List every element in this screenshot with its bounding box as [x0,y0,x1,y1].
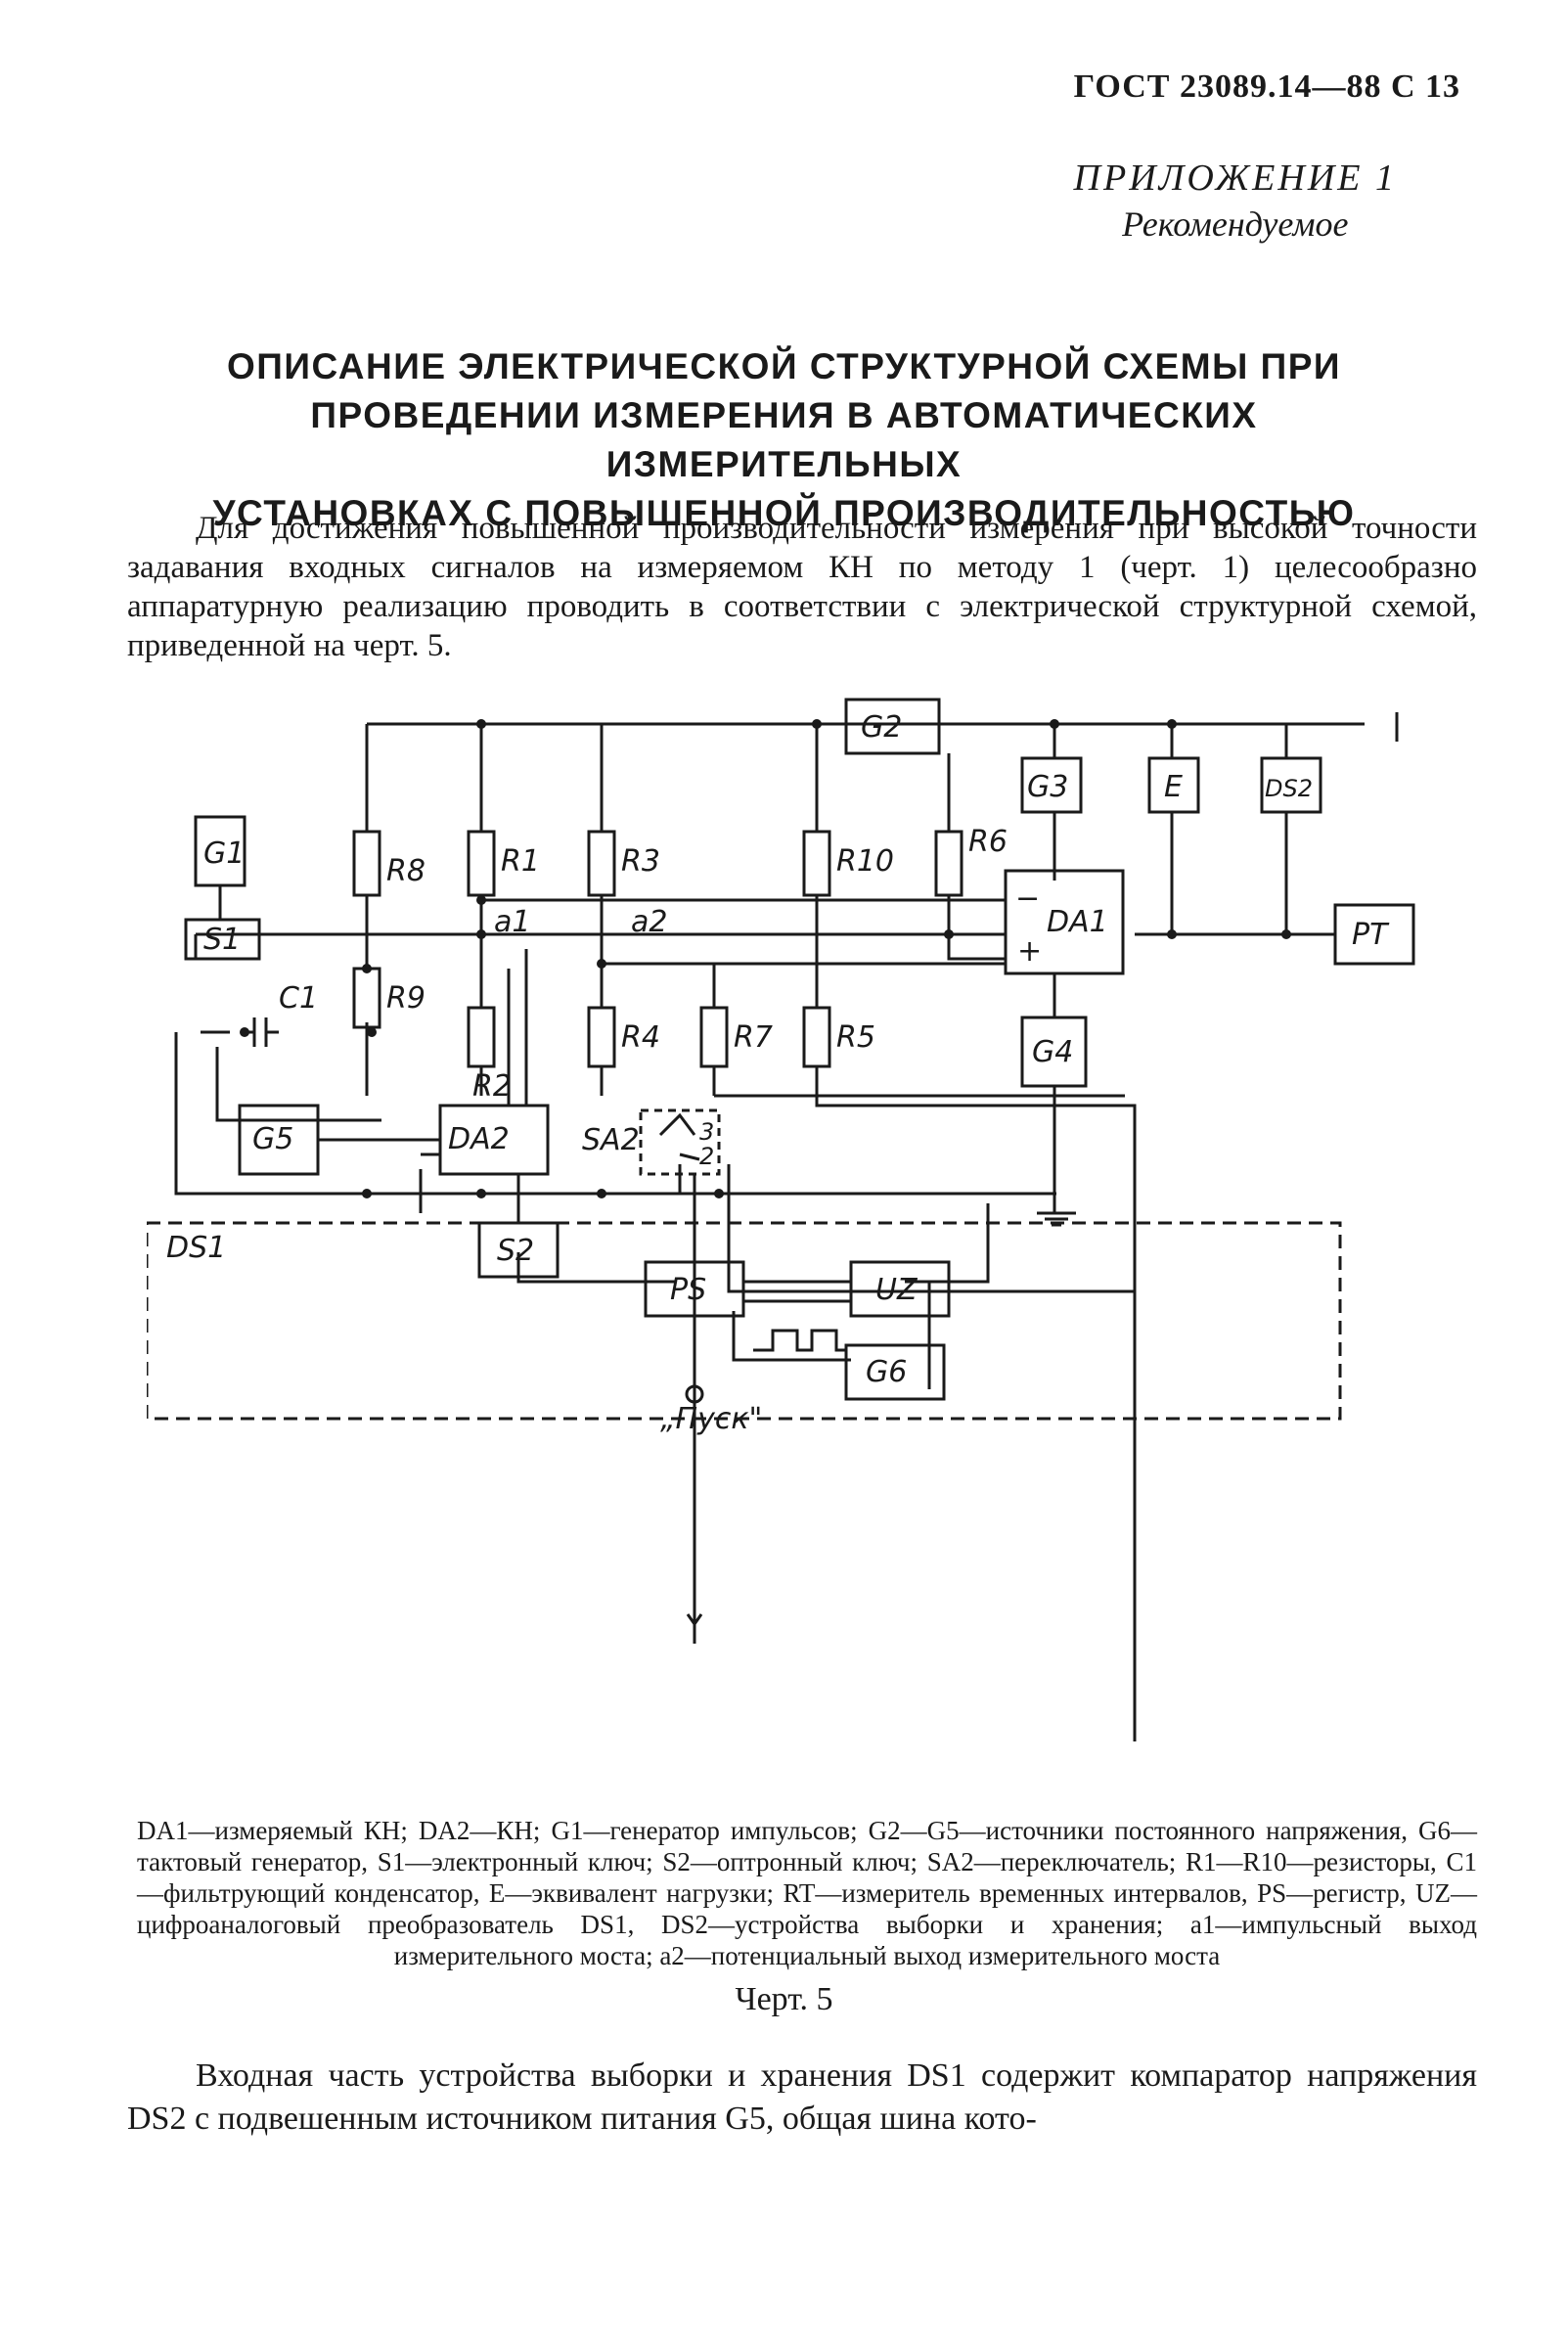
switch-sa2 [639,1108,721,1176]
label-g6: G6 [866,1355,907,1389]
title-line: УСТАНОВКАХ С ПОВЫШЕННОЙ ПРОИЗВОДИТЕЛЬНОС… [212,493,1356,533]
block-ds2 [1260,756,1322,814]
label-s1: S1 [203,923,241,957]
block-e [1147,756,1200,814]
resistor-r5 [802,1006,831,1068]
resistor-r4 [587,1006,616,1068]
figure-label: Черт. 5 [735,1981,833,2017]
capacitor-c1 [245,1017,279,1047]
label-start: „Пуск" [660,1402,762,1436]
resistor-r10 [802,830,831,897]
resistor-r9 [352,967,381,1029]
resistor-r7 [699,1006,729,1068]
figure-caption: DA1—измеряемый КН; DA2—КН; G1—генератор … [137,1816,1477,1970]
label-g5: G5 [252,1122,293,1156]
resistor-r6 [934,830,963,897]
block-g3 [1020,756,1083,814]
label-ds2: DS2 [1265,775,1313,802]
label-uz: UZ [875,1273,918,1307]
label-a1: a1 [494,905,530,939]
label-a2: a2 [631,905,667,939]
body-text: Входная часть устройства выборки и хране… [127,2057,1477,2137]
label-pt: PT [1352,918,1390,952]
label-s2: S2 [497,1234,534,1268]
ground-symbol [1037,1211,1076,1227]
label-r5: R5 [836,1020,875,1055]
label-r3: R3 [621,844,660,879]
intro-text: Для достижения повышенной производительн… [127,511,1477,663]
block-pt [1333,903,1415,966]
start-terminal[interactable] [685,1384,704,1404]
label-r9: R9 [386,981,426,1016]
circuit-diagram: G1 S1 G2 G3 E DS2 DA1 PT G4 G5 DA2 S2 PS… [147,698,1415,1741]
label-da1: DA1 [1047,905,1108,939]
label-sa2: SA2 [582,1123,640,1157]
label-r4: R4 [621,1020,660,1055]
label-r2: R2 [472,1069,512,1104]
label-g2: G2 [861,710,902,745]
label-ps: PS [670,1273,706,1307]
page-header: ГОСТ 23089.14—88 С 13 [1073,68,1460,105]
intro-paragraph: Для достижения повышенной производительн… [127,509,1477,665]
resistor-r1 [467,830,496,897]
pulse-waveform-icon [753,1329,846,1352]
block-da2 [438,1104,550,1176]
appendix-block: ПРИЛОЖЕНИЕ 1 Рекомендуемое [1074,157,1397,245]
label-r1: R1 [501,844,540,879]
resistor-r8 [352,830,381,897]
block-g5 [238,1104,320,1176]
label-ds1: DS1 [166,1231,226,1265]
ds1-boundary [147,1221,1342,1421]
resistor-r3 [587,830,616,897]
wires [174,712,1399,1741]
title-line: ПРОВЕДЕНИИ ИЗМЕРЕНИЯ В АВТОМАТИЧЕСКИХ ИЗ… [310,395,1258,484]
block-g6 [844,1343,946,1401]
block-s2 [477,1221,560,1279]
label-plus: + [1017,934,1042,969]
label-r10: R10 [836,844,894,879]
label-g3: G3 [1027,770,1068,804]
label-minus: − [1015,881,1040,916]
block-s1 [184,918,261,961]
title-line: ОПИСАНИЕ ЭЛЕКТРИЧЕСКОЙ СТРУКТУРНОЙ СХЕМЫ… [227,346,1341,386]
section-title: ОПИСАНИЕ ЭЛЕКТРИЧЕСКОЙ СТРУКТУРНОЙ СХЕМЫ… [147,342,1421,538]
label-switch-3: 3 [699,1118,714,1146]
resistors [352,830,963,1068]
label-switch-2: 2 [699,1143,714,1170]
body-paragraph: Входная часть устройства выборки и хране… [127,2055,1477,2141]
label-r7: R7 [734,1020,773,1055]
block-g1 [194,815,246,887]
block-da1 [1004,869,1125,975]
label-g4: G4 [1032,1035,1073,1069]
block-ps [644,1260,745,1318]
label-c1: C1 [279,981,318,1016]
block-g4 [1020,1016,1088,1088]
appendix-status: Рекомендуемое [1122,204,1349,244]
label-da2: DA2 [448,1122,510,1156]
block-uz [849,1260,951,1318]
label-r8: R8 [386,854,426,888]
resistor-r2 [467,1006,496,1068]
junctions [240,719,1291,1198]
label-g1: G1 [203,836,245,871]
appendix-label: ПРИЛОЖЕНИЕ 1 [1073,158,1397,199]
block-g2 [844,698,941,755]
label-r6: R6 [968,825,1008,859]
label-e: E [1164,770,1183,804]
blocks [184,698,1415,1401]
